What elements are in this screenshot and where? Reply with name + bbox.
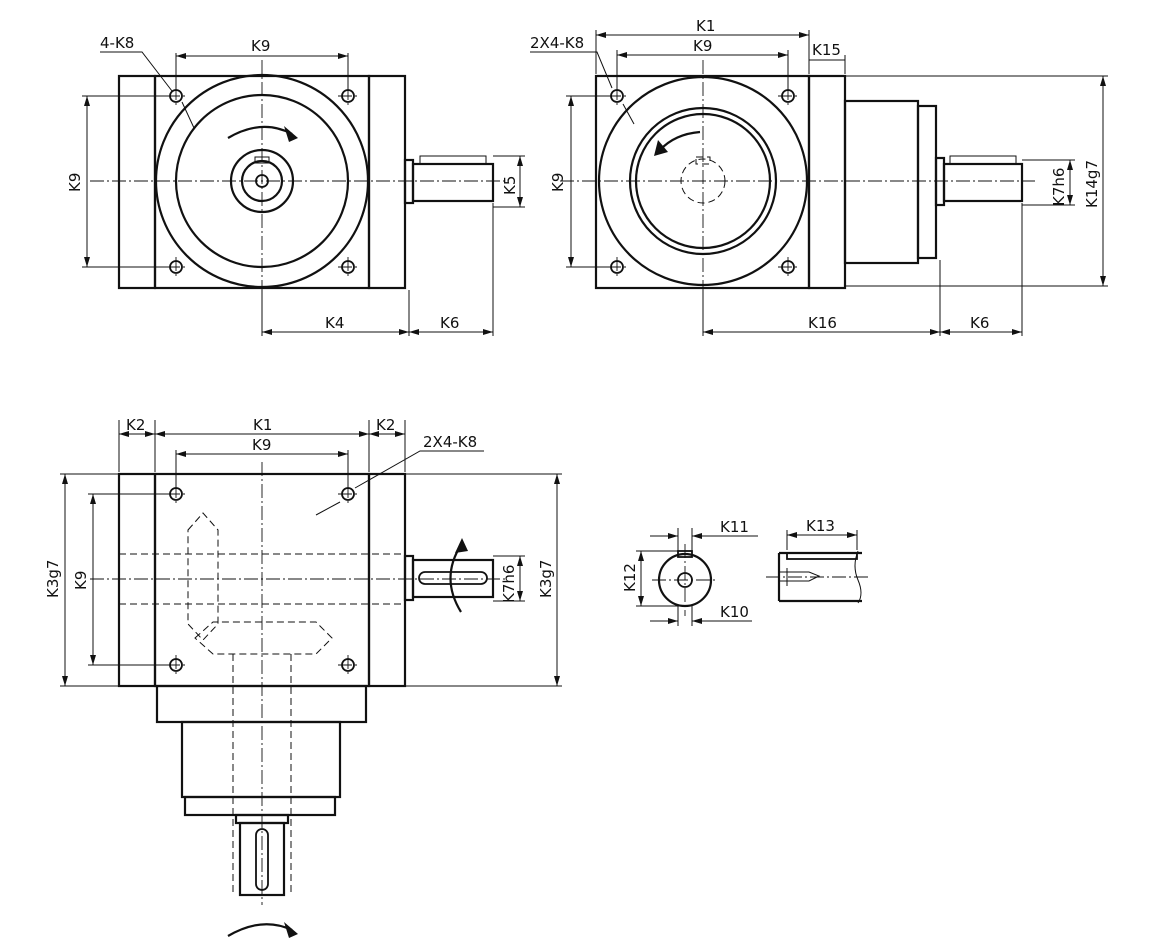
top-rotation-arrow-right bbox=[449, 544, 462, 613]
detail-break-line bbox=[854, 550, 862, 604]
top-flange-ring bbox=[183, 795, 337, 817]
top-k3g7-left-label: K3g7 bbox=[44, 560, 62, 598]
front-view: 4-K8 K9 K9 K5 K4 K6 bbox=[66, 34, 525, 336]
top-adapter bbox=[155, 684, 368, 724]
front-k5-label: K5 bbox=[501, 176, 519, 195]
side-rotation-arrow bbox=[659, 130, 701, 151]
front-k9-top-label: K9 bbox=[251, 37, 270, 55]
top-k2-right-label: K2 bbox=[376, 416, 395, 434]
top-motor-flange bbox=[180, 720, 342, 799]
side-k7h6-label: K7h6 bbox=[1050, 168, 1068, 206]
side-k1-label: K1 bbox=[696, 17, 715, 35]
shaft-end-detail: K11 K12 K10 bbox=[621, 518, 758, 626]
detail-key-side bbox=[786, 552, 858, 560]
top-holes-label: 2X4-K8 bbox=[423, 433, 477, 451]
detail-k13-label: K13 bbox=[806, 517, 835, 535]
top-k3g7-right-label: K3g7 bbox=[537, 560, 555, 598]
front-rotation-arrow bbox=[227, 125, 293, 139]
front-k6-label: K6 bbox=[440, 314, 459, 332]
detail-k11-label: K11 bbox=[720, 518, 749, 536]
side-flange-ring bbox=[916, 104, 938, 260]
top-k9-top-label: K9 bbox=[252, 436, 271, 454]
front-shaft-collar bbox=[403, 158, 415, 205]
top-rotation-arrow-bottom bbox=[227, 923, 293, 937]
shaft-side-detail: K13 bbox=[766, 517, 870, 604]
front-k9-left-label: K9 bbox=[66, 173, 84, 192]
side-adapter bbox=[807, 74, 847, 290]
side-shaft-collar bbox=[934, 156, 946, 207]
front-holes-label: 4-K8 bbox=[100, 34, 134, 52]
front-right-flange bbox=[367, 74, 407, 290]
side-view: 2X4-K8 K1 K9 K15 K9 K7h6 K14g7 K16 K6 bbox=[530, 17, 1108, 336]
top-hidden-gear-vertical bbox=[187, 512, 219, 641]
side-k9-top-label: K9 bbox=[693, 37, 712, 55]
side-motor-flange bbox=[843, 99, 920, 265]
front-shaft-key bbox=[419, 155, 487, 165]
top-k1-label: K1 bbox=[253, 416, 272, 434]
side-k15-label: K15 bbox=[812, 41, 841, 59]
front-k4-label: K4 bbox=[325, 314, 344, 332]
top-mounting-holes bbox=[166, 484, 358, 675]
top-shaft-right-keyway bbox=[418, 571, 488, 585]
detail-k12-label: K12 bbox=[621, 563, 639, 592]
side-k6-label: K6 bbox=[970, 314, 989, 332]
top-left-flange bbox=[117, 472, 157, 688]
front-shaft bbox=[411, 162, 495, 203]
front-left-flange bbox=[117, 74, 157, 290]
top-k7h6-label: K7h6 bbox=[500, 565, 518, 603]
side-k9-left-label: K9 bbox=[549, 173, 567, 192]
detail-k10-label: K10 bbox=[720, 603, 749, 621]
top-right-flange bbox=[367, 472, 407, 688]
side-shaft bbox=[942, 162, 1024, 203]
side-k14g7-label: K14g7 bbox=[1083, 160, 1101, 208]
top-hidden-gear-horizontal bbox=[194, 621, 333, 655]
side-holes-label: 2X4-K8 bbox=[530, 34, 584, 52]
side-shaft-key bbox=[949, 155, 1017, 165]
top-shaft-collar-right bbox=[403, 554, 415, 602]
top-view: K2 K1 K9 K2 2X4-K8 K3g7 K9 K7h6 K3g7 bbox=[44, 416, 562, 938]
top-k2-left-label: K2 bbox=[126, 416, 145, 434]
top-k9-left-label: K9 bbox=[72, 571, 90, 590]
side-k16-label: K16 bbox=[808, 314, 837, 332]
